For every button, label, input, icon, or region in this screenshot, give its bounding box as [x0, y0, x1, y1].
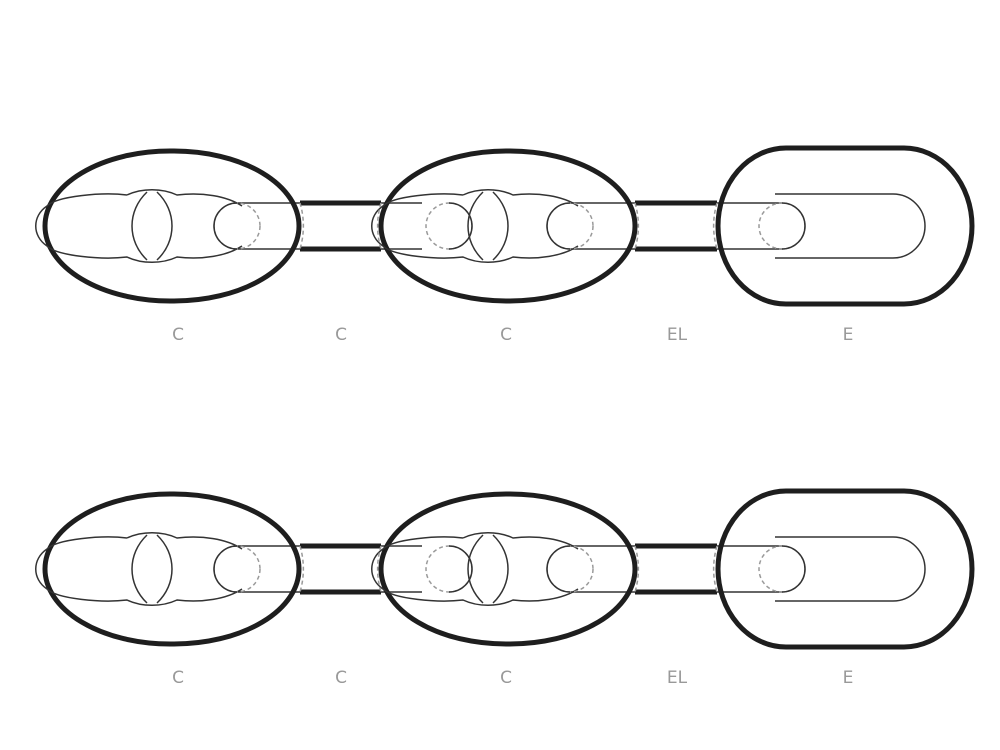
stud-left-edge [131, 534, 148, 604]
stud-right-edge [156, 191, 173, 261]
stud-left-edge [467, 534, 484, 604]
hidden-edge-c [634, 545, 640, 593]
link-label: EL [667, 668, 688, 688]
link-common-link-stud-1 [35, 148, 302, 304]
link-end-link [715, 488, 975, 650]
link-label: C [500, 668, 512, 688]
link-label: EL [667, 325, 688, 345]
hidden-edge-b [376, 545, 382, 593]
link-outline [715, 488, 975, 650]
link-outline [715, 145, 975, 307]
inner-ring [35, 532, 243, 606]
chain-row-2: C C C EL E [35, 488, 975, 688]
stud-right-edge [492, 191, 509, 261]
hidden-edge-a [299, 545, 305, 593]
stud-left-edge [467, 191, 484, 261]
chain-row-1: C C C EL E [35, 145, 975, 345]
connector-enlarged-link [635, 200, 717, 252]
connector-channel-1 [237, 202, 422, 250]
inner-slot [775, 193, 926, 259]
link-label: C [335, 325, 347, 345]
loop-1-visible [213, 545, 238, 593]
link-outline [378, 148, 638, 304]
link-label: C [172, 325, 184, 345]
link-common-link-stud-2 [371, 491, 638, 647]
link-label: C [335, 668, 347, 688]
link-outline [42, 491, 302, 647]
link-label: E [843, 325, 854, 345]
connector-channel-1 [237, 545, 422, 593]
hidden-edge-d [712, 545, 718, 593]
loop-4-visible [781, 545, 806, 593]
connector-common-link-plain [300, 543, 381, 595]
stud-right-edge [492, 534, 509, 604]
hidden-edge-a [299, 202, 305, 250]
link-outline [42, 148, 302, 304]
stud-left-edge [131, 191, 148, 261]
loop-1-visible [213, 202, 238, 250]
inner-ring [371, 189, 579, 263]
link-common-link-stud-2 [371, 148, 638, 304]
loop-3-visible [546, 202, 571, 250]
inner-ring [35, 189, 243, 263]
hidden-edge-c [634, 202, 640, 250]
connector-channel-2 [570, 202, 782, 250]
link-label: E [843, 668, 854, 688]
connector-enlarged-link [635, 543, 717, 595]
hidden-edge-d [712, 202, 718, 250]
connector-common-link-plain [300, 200, 381, 252]
loop-2-visible [448, 545, 473, 593]
stud-right-edge [156, 534, 173, 604]
link-label: C [500, 325, 512, 345]
loop-3-visible [546, 545, 571, 593]
loop-2-visible [448, 202, 473, 250]
link-label: C [172, 668, 184, 688]
inner-ring [371, 532, 579, 606]
loop-4-visible [781, 202, 806, 250]
connector-channel-2 [570, 545, 782, 593]
link-outline [378, 491, 638, 647]
link-common-link-stud-1 [35, 491, 302, 647]
hidden-edge-b [376, 202, 382, 250]
link-end-link [715, 145, 975, 307]
inner-slot [775, 536, 926, 602]
